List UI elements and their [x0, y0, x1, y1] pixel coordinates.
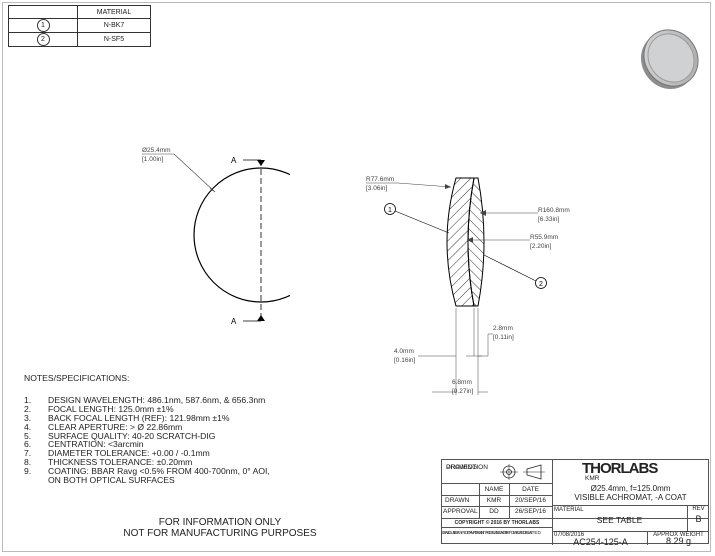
notes-specifications: NOTES/SPECIFICATIONS: 1.DESIGN WAVELENGT…: [24, 374, 270, 485]
lens-outline-front: [193, 167, 290, 303]
material-table-header: MATERIAL: [77, 5, 151, 19]
note-item: 1.DESIGN WAVELENGTH: 486.1nm, 587.6nm, &…: [24, 394, 266, 405]
thorlabs-logo: THORLABS: [582, 460, 658, 477]
radius-r2-mm: R160.8mm: [538, 207, 570, 214]
drawing-date: 07/08/2016: [554, 532, 585, 538]
front-view: A A Ø25.4mm [1.00in]: [142, 147, 290, 326]
thickness-6p8-in: [0.27in]: [452, 388, 474, 395]
note-item: 3.BACK FOCAL LENGTH (REF): 121.98mm ±1%: [24, 412, 230, 423]
approval-name: DD: [489, 508, 499, 515]
part-number: AC254-125-A: [573, 537, 628, 547]
balloon-1: 1: [388, 207, 392, 214]
material-id-balloon: 1: [36, 19, 50, 32]
approval-label: APPROVAL: [443, 508, 478, 515]
rev-value: B: [695, 514, 702, 524]
name-header: NAME: [484, 486, 504, 493]
thickness-4p0-mm: 4.0mm: [394, 348, 414, 355]
note-item: ON BOTH OPTICAL SURFACES: [48, 475, 175, 486]
thickness-2p8-mm: 2.8mm: [493, 325, 513, 332]
note-item: 6.CENTRATION: <3arcmin: [24, 439, 144, 450]
material-id-balloon: 2: [36, 33, 50, 46]
drawn-date: 20/SEP/16: [514, 497, 547, 504]
thickness-4p0-in: [0.16in]: [394, 357, 416, 364]
note-item: 2.FOCAL LENGTH: 125.0mm ±1%: [24, 403, 174, 414]
diameter-in: [1.00in]: [142, 156, 164, 163]
material-row: 2 N-SF5: [8, 32, 151, 47]
weight-label: APPROX WEIGHT: [653, 532, 704, 538]
diameter-leader: [173, 153, 216, 193]
lens-3d-thumbnail: [640, 29, 699, 90]
radius-r2-in: [6.33in]: [538, 216, 560, 223]
title-block: DRAWING PROJECTION NAME DATE DRAWN KMR 2…: [441, 459, 709, 547]
diameter-mm: Ø25.4mm: [142, 147, 171, 154]
thickness-2p8-in: [0.11in]: [493, 334, 514, 341]
description-line-1: Ø25.4mm, f=125.0mm: [590, 484, 671, 493]
material-label: MATERIAL: [554, 507, 584, 513]
radius-r3-mm: R55.9mm: [530, 234, 558, 241]
note-item: 7.DIAMETER TOLERANCE: +0.00 / -0.1mm: [24, 448, 210, 459]
approval-date: 26/SEP/16: [514, 508, 547, 515]
disclaimer-line-1: FOR INFORMATION ONLY: [158, 517, 282, 528]
section-label-bottom: A: [231, 317, 237, 326]
balloon-2: 2: [539, 281, 543, 288]
note-item: 5.SURFACE QUALITY: 40-20 SCRATCH-DIG: [24, 430, 216, 441]
third-angle-projection-icon: [500, 464, 545, 480]
note-item: 4.CLEAR APERTURE: > Ø 22.86mm: [24, 421, 183, 432]
rev-label: REV: [692, 506, 705, 512]
disclaimer-line-2: NOT FOR MANUFACTURING PURPOSES: [123, 528, 317, 539]
description-line-2: VISIBLE ACHROMAT, -A COAT: [574, 493, 687, 502]
material-row: 1 N-BK7: [8, 18, 151, 33]
note-item: 8.THICKNESS TOLERANCE: ±0.20mm: [24, 457, 193, 468]
radius-r3-in: [2.20in]: [530, 243, 552, 250]
section-label-top: A: [231, 156, 237, 165]
material-table: MATERIAL 1 N-BK7 2 N-SF5: [8, 5, 151, 47]
lens-element-2: [467, 177, 485, 307]
material-name: N-BK7: [77, 18, 151, 33]
copyright: COPYRIGHT © 2016 BY THORLABS: [454, 520, 540, 526]
side-section-view: R77.6mm [3.06in] R160.8mm [6.33in] R55.9…: [366, 176, 570, 395]
drawn-name: KMR: [486, 497, 502, 504]
radius-r1-in: [3.06in]: [366, 185, 388, 192]
thickness-6p8-mm: 6.8mm: [452, 379, 472, 386]
material-name: N-SF5: [77, 32, 151, 47]
material-value: SEE TABLE: [596, 515, 643, 525]
radius-r1-mm: R77.6mm: [366, 176, 394, 183]
drawn-label: DRAWN: [445, 497, 470, 504]
disclaimer: FOR INFORMATION ONLY NOT FOR MANUFACTURI…: [100, 517, 340, 539]
notes-title: NOTES/SPECIFICATIONS:: [24, 373, 130, 383]
note-item: 9.COATING: BBAR Ravg <0.5% FROM 400-700n…: [24, 466, 270, 477]
author: KMR: [585, 475, 600, 482]
date-header: DATE: [522, 486, 539, 493]
weight-value: 8.29 g: [665, 536, 692, 546]
